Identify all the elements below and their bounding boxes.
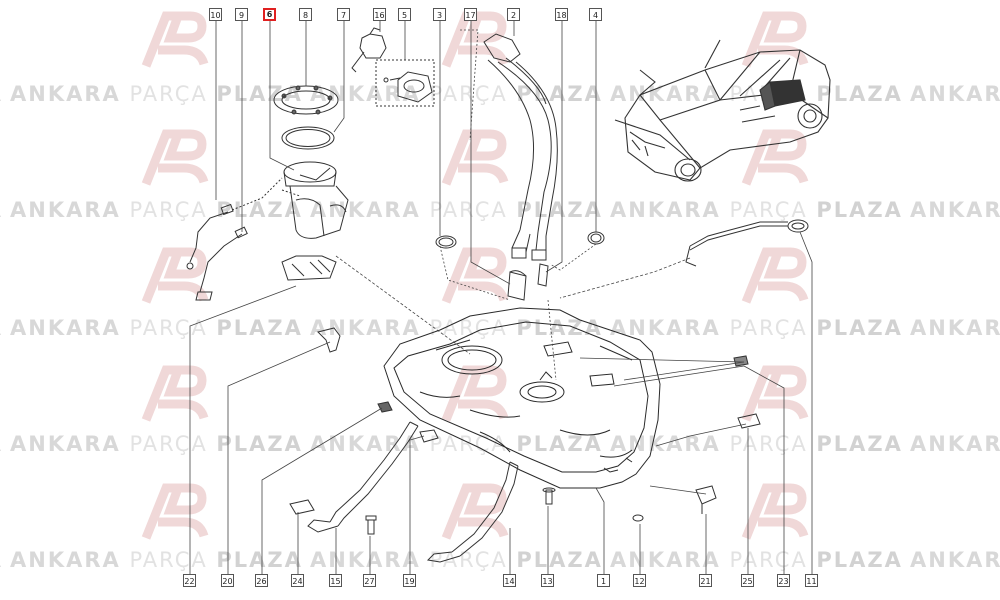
watermark-text: ANKARA PARÇA PLAZA — [610, 198, 903, 222]
watermark-text: ANKARA PARÇA PLAZA — [910, 82, 1000, 106]
watermark-text: ANKARA PARÇA PLAZA — [10, 198, 303, 222]
watermark-logo — [441, 365, 509, 422]
filler-neck — [483, 33, 558, 261]
part-callout-4[interactable]: 4 — [589, 8, 602, 21]
part-callout-19[interactable]: 19 — [403, 574, 416, 587]
watermark-logo — [741, 129, 809, 186]
part-callout-12[interactable]: 12 — [633, 574, 646, 587]
part-callout-27[interactable]: 27 — [363, 574, 376, 587]
part-callout-22[interactable]: 22 — [183, 574, 196, 587]
watermark-logo — [441, 11, 509, 68]
part-callout-20[interactable]: 20 — [221, 574, 234, 587]
watermark-text: ANKARA PARÇA PLAZA — [310, 82, 603, 106]
watermark-text: ANKARA PARÇA PLAZA — [310, 316, 603, 340]
watermark-logo — [141, 365, 209, 422]
watermark-logo — [441, 483, 509, 540]
watermark-text: ANKARA PARÇA PLAZA — [910, 316, 1000, 340]
sensor-cables — [186, 177, 283, 301]
tank-straps — [307, 421, 519, 563]
filler-cap — [351, 27, 435, 107]
fuel-pump-assembly — [273, 85, 349, 239]
watermark-text: ANKARA PARÇA PLAZA — [0, 548, 3, 572]
watermark-text: ANKARA PARÇA PLAZA — [910, 198, 1000, 222]
part-callout-10[interactable]: 10 — [209, 8, 222, 21]
part-callout-11[interactable]: 11 — [805, 574, 818, 587]
part-callout-23[interactable]: 23 — [777, 574, 790, 587]
hose-clamps — [435, 231, 605, 301]
vent-line — [685, 219, 809, 267]
heat-shield — [281, 255, 337, 281]
watermark-text: ANKARA PARÇA PLAZA — [610, 432, 903, 456]
part-callout-18[interactable]: 18 — [555, 8, 568, 21]
watermark-text: ANKARA PARÇA PLAZA — [910, 432, 1000, 456]
watermark-text: ANKARA PARÇA PLAZA — [10, 432, 303, 456]
part-callout-17[interactable]: 17 — [464, 8, 477, 21]
watermark-text: ANKARA PARÇA PLAZA — [10, 548, 303, 572]
watermark-text: ANKARA PARÇA PLAZA — [310, 432, 603, 456]
fasteners — [289, 327, 761, 535]
part-callout-14[interactable]: 14 — [503, 574, 516, 587]
fuel-tank — [383, 307, 661, 489]
part-callout-3[interactable]: 3 — [433, 8, 446, 21]
watermark-text: ANKARA PARÇA PLAZA — [0, 82, 3, 106]
part-callout-13[interactable]: 13 — [541, 574, 554, 587]
vehicle-illustration — [614, 39, 831, 182]
watermark-logo — [141, 247, 209, 304]
part-callout-9[interactable]: 9 — [235, 8, 248, 21]
watermark-text: ANKARA PARÇA PLAZA — [0, 316, 3, 340]
watermark-text: ANKARA PARÇA PLAZA — [0, 198, 3, 222]
watermark-logo — [141, 483, 209, 540]
part-callout-6[interactable]: 6 — [263, 8, 276, 21]
watermark-text: ANKARA PARÇA PLAZA — [310, 548, 603, 572]
watermark-text: ANKARA PARÇA PLAZA — [310, 198, 603, 222]
part-callout-1[interactable]: 1 — [597, 574, 610, 587]
watermark-text: ANKARA PARÇA PLAZA — [610, 548, 903, 572]
watermark-logo — [141, 129, 209, 186]
watermark-text: ANKARA PARÇA PLAZA — [610, 316, 903, 340]
watermark-logo — [141, 11, 209, 68]
part-callout-5[interactable]: 5 — [398, 8, 411, 21]
part-callout-16[interactable]: 16 — [373, 8, 386, 21]
watermark-logo — [741, 247, 809, 304]
watermark-logo — [441, 129, 509, 186]
watermark-text: ANKARA PARÇA PLAZA — [0, 432, 3, 456]
watermark-text: ANKARA PARÇA PLAZA — [910, 548, 1000, 572]
part-callout-8[interactable]: 8 — [299, 8, 312, 21]
part-callout-25[interactable]: 25 — [741, 574, 754, 587]
part-callout-21[interactable]: 21 — [699, 574, 712, 587]
part-callout-2[interactable]: 2 — [507, 8, 520, 21]
watermark-logo — [741, 11, 809, 68]
watermark-text: ANKARA PARÇA PLAZA — [10, 316, 303, 340]
part-callout-15[interactable]: 15 — [329, 574, 342, 587]
part-callout-26[interactable]: 26 — [255, 574, 268, 587]
leader-lines — [189, 21, 813, 574]
watermark-text: ANKARA PARÇA PLAZA — [10, 82, 303, 106]
watermark-logo — [441, 247, 509, 304]
part-callout-7[interactable]: 7 — [337, 8, 350, 21]
part-callout-24[interactable]: 24 — [291, 574, 304, 587]
